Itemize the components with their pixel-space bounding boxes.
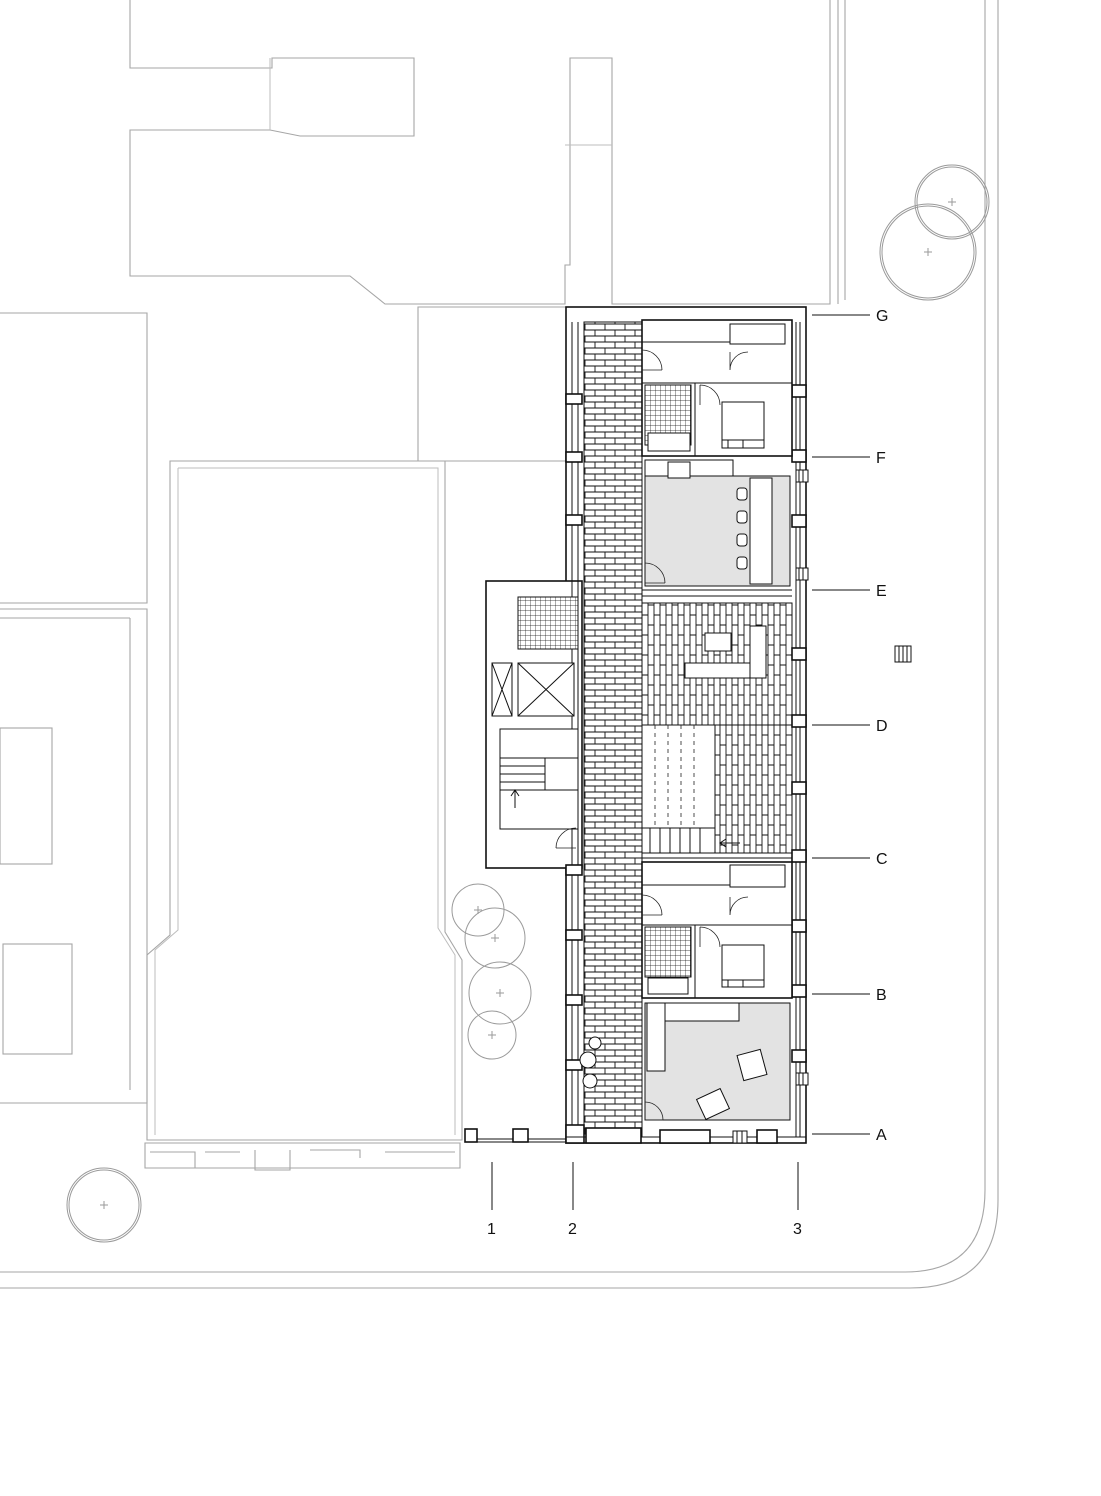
bathroom-south xyxy=(644,926,692,978)
neighbor-building-south xyxy=(146,460,463,1141)
neighbor-building-north-inner xyxy=(269,58,612,146)
courtyard-edge xyxy=(417,306,571,462)
neighbor-building-west-upper xyxy=(0,312,148,604)
south-facade xyxy=(464,1127,806,1144)
elevator-icon xyxy=(517,662,575,717)
grid-label-B: B xyxy=(876,987,887,1004)
grid-label-2: 2 xyxy=(568,1221,577,1238)
chair-icon xyxy=(736,1048,768,1082)
central-hall xyxy=(641,625,792,859)
grid-row-D: D xyxy=(812,718,888,735)
tree-icon xyxy=(451,883,505,937)
grid-row-A: A xyxy=(812,1127,887,1144)
radiator-icon xyxy=(795,1072,809,1086)
core-bathroom xyxy=(517,596,579,650)
chair-icon xyxy=(695,1087,731,1121)
south-unit xyxy=(641,861,793,999)
building xyxy=(464,306,912,1144)
grid-label-F: F xyxy=(876,450,886,467)
stair-arrow-icon xyxy=(510,789,520,808)
radiator-icon xyxy=(732,1130,748,1144)
chair-icon xyxy=(736,487,748,501)
radiator-icon xyxy=(894,645,912,663)
grid-label-E: E xyxy=(876,583,887,600)
street-curb xyxy=(0,0,986,1273)
south-living-room xyxy=(579,1002,791,1121)
grid-label-1: 1 xyxy=(487,1221,496,1238)
grid-label-C: C xyxy=(876,851,888,868)
neighbor-building-south-inner xyxy=(154,467,456,1135)
corridor-brick-floor xyxy=(583,321,643,1138)
hall-brick-floor-lower xyxy=(714,724,793,854)
neighbor-building-west-lower xyxy=(0,608,148,1104)
grid-row-G: G xyxy=(812,308,888,325)
grid-label-A: A xyxy=(876,1127,887,1144)
chair-icon xyxy=(736,533,748,547)
tree-icon xyxy=(914,164,990,240)
neighbor-annex-small xyxy=(2,943,73,1055)
site-context xyxy=(0,0,999,1289)
grid-column-2: 2 xyxy=(568,1162,577,1238)
chair-icon xyxy=(736,556,748,570)
radiator-icon xyxy=(795,469,809,483)
neighbor-edge-right xyxy=(837,0,846,304)
grid-row-C: C xyxy=(812,851,888,868)
grid-row-E: E xyxy=(812,583,887,600)
radiator-icon xyxy=(795,567,809,581)
neighbor-bays xyxy=(144,1142,461,1171)
chair-icon xyxy=(736,510,748,524)
grid-label-3: 3 xyxy=(793,1221,802,1238)
bed-icon xyxy=(721,944,765,988)
tree-icon xyxy=(468,961,532,1025)
grid-row-B: B xyxy=(812,987,887,1004)
neighbor-annex xyxy=(0,727,53,865)
grid-row-F: F xyxy=(812,450,886,467)
tree-icon xyxy=(66,1167,142,1243)
tree-icon xyxy=(467,1010,517,1060)
neighbor-building-north xyxy=(129,0,831,305)
grid-label-D: D xyxy=(876,718,888,735)
tree-icon xyxy=(464,907,526,969)
core xyxy=(491,596,579,849)
grid-column-1: 1 xyxy=(487,1162,496,1238)
bed-icon xyxy=(721,401,765,449)
north-living-room xyxy=(642,459,792,597)
grid-label-G: G xyxy=(876,308,888,325)
north-unit xyxy=(641,319,793,457)
street-curb-outer xyxy=(0,0,999,1289)
east-facade xyxy=(791,322,807,1137)
trees xyxy=(66,164,990,1243)
grid-column-3: 3 xyxy=(793,1162,802,1238)
tree-icon xyxy=(879,203,977,301)
